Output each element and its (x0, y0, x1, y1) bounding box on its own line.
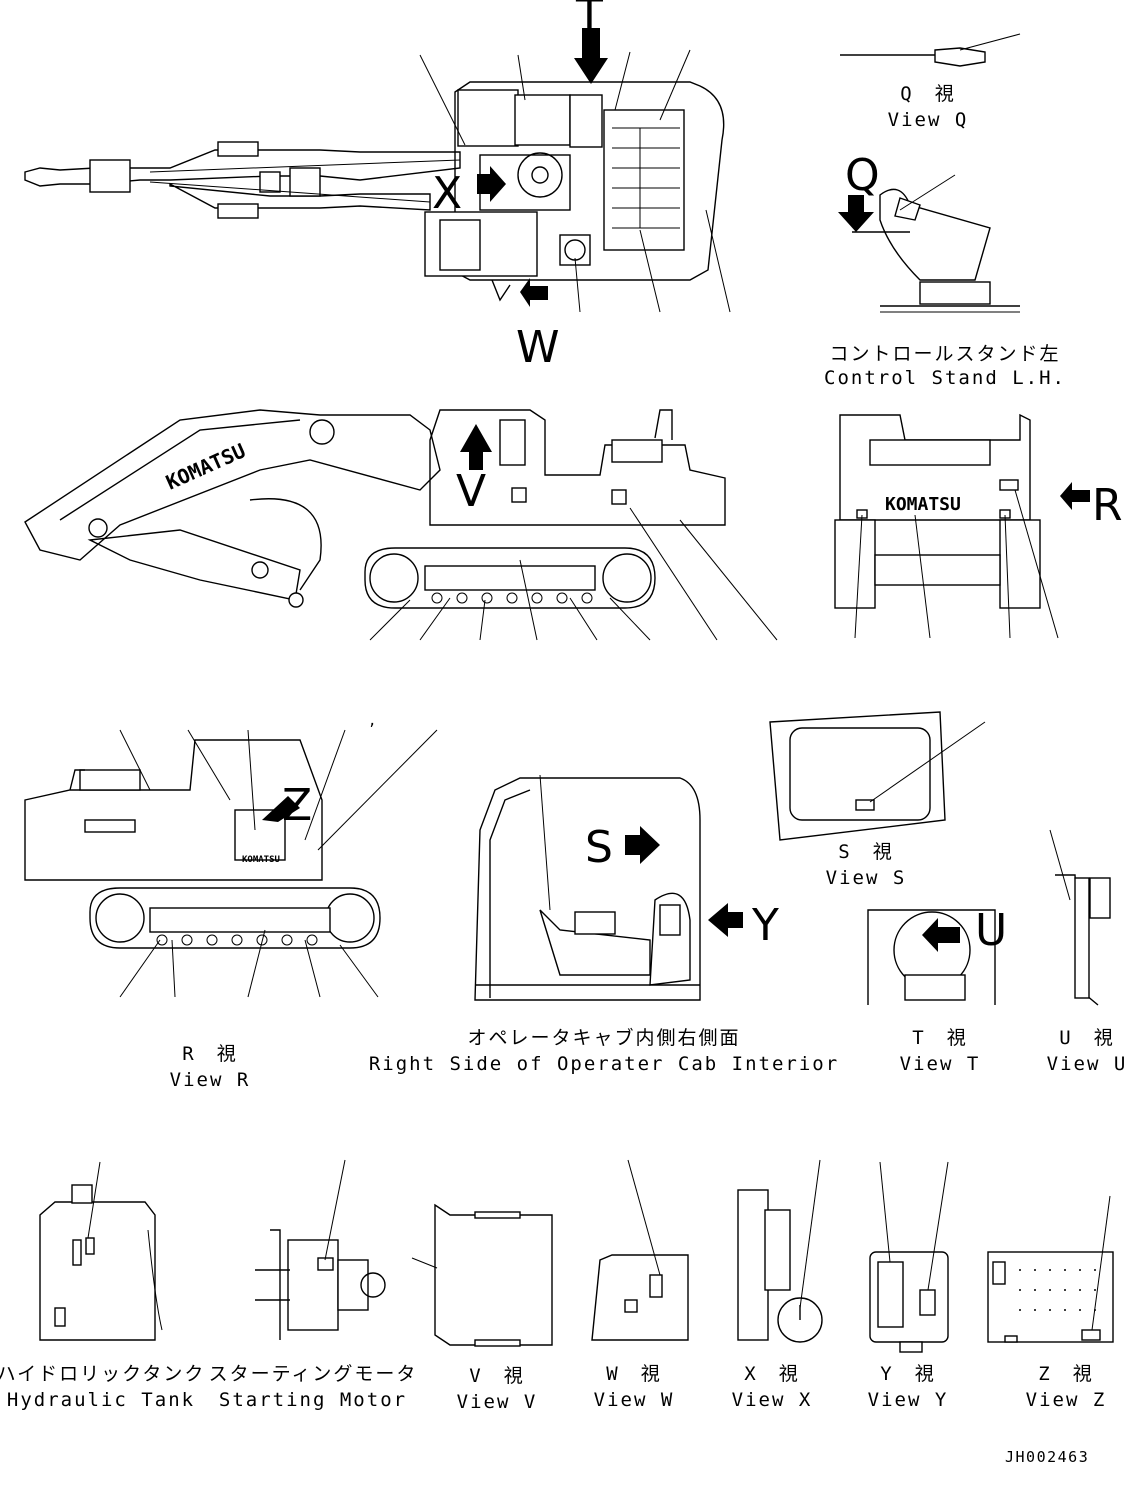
top-view (24, 28, 731, 313)
caption-control-stand-en: Control Stand L.H. (824, 367, 1066, 389)
side-view-left: KOMATSU (24, 409, 778, 641)
caption-cab-interior-jp: オペレータキャブ内側右側面 (467, 1026, 740, 1049)
caption-view-s-en: View S (826, 867, 907, 889)
counterweight-brand-mark: KOMATSU (885, 494, 961, 515)
caption-hydraulic-tank-en: Hydraulic Tank (7, 1389, 195, 1411)
view-x (737, 1159, 823, 1343)
view-letter-t: T (575, 0, 603, 41)
control-stand-view (838, 33, 1021, 313)
view-t (867, 909, 996, 1005)
caption-view-t-jp: T 視 (912, 1027, 967, 1049)
view-z (987, 1195, 1114, 1343)
caption-view-t-en: View T (900, 1053, 981, 1075)
caption-view-s-jp: S 視 (838, 841, 893, 863)
caption-view-w-en: View W (594, 1389, 675, 1411)
stray-mark: , (368, 713, 376, 729)
rear-view: KOMATSU (834, 413, 1090, 639)
view-y (869, 1161, 949, 1353)
view-u (1049, 829, 1111, 1006)
caption-view-w-jp: W 視 (606, 1363, 661, 1385)
caption-view-q-en: View Q (888, 109, 969, 131)
view-letter-q: Q (845, 150, 880, 201)
caption-starting-motor-en: Starting Motor (219, 1389, 407, 1411)
view-letter-v: V (456, 466, 486, 517)
view-letter-w: W (516, 322, 560, 373)
cab-interior-view (474, 774, 743, 1001)
view-letter-x: X (432, 168, 462, 219)
caption-view-x-en: View X (732, 1389, 813, 1411)
caption-view-r-jp: R 視 (182, 1043, 237, 1065)
boom-brand-mark: KOMATSU (162, 438, 249, 494)
view-letter-r: R (1092, 480, 1123, 531)
view-v (411, 1203, 553, 1347)
caption-view-x-jp: X 視 (744, 1363, 799, 1385)
starting-motor-view (255, 1159, 386, 1340)
view-s-window (769, 711, 986, 841)
caption-view-y-jp: Y 視 (880, 1363, 935, 1385)
caption-view-q-jp: Q 視 (900, 83, 955, 105)
view-r-right-side: KOMATSU , (24, 713, 438, 998)
view-letter-s: S (585, 822, 613, 873)
caption-starting-motor-jp: スターティングモータ (209, 1363, 418, 1385)
view-w (591, 1159, 689, 1341)
cab-brand-mark: KOMATSU (242, 855, 280, 865)
view-letter-y: Y (751, 900, 779, 951)
caption-view-r-en: View R (170, 1069, 251, 1091)
caption-view-y-en: View Y (868, 1389, 949, 1411)
caption-control-stand-jp: コントロールスタンド左 (829, 343, 1060, 365)
drawing-number: JH002463 (1005, 1448, 1089, 1466)
caption-view-z-jp: Z 視 (1038, 1363, 1093, 1385)
caption-view-v-en: View V (457, 1391, 538, 1413)
hydraulic-tank-view (39, 1161, 163, 1341)
view-letter-u: U (975, 905, 1007, 956)
caption-view-z-en: View Z (1026, 1389, 1107, 1411)
view-letter-z: Z (282, 780, 312, 831)
caption-cab-interior-en: Right Side of Operater Cab Interior (369, 1053, 839, 1075)
caption-view-v-jp: V 視 (469, 1365, 524, 1387)
caption-view-u-en: View U (1047, 1053, 1128, 1075)
caption-view-u-jp: U 視 (1059, 1027, 1114, 1049)
caption-hydraulic-tank-jp: ハイドロリックタンク (0, 1363, 205, 1385)
